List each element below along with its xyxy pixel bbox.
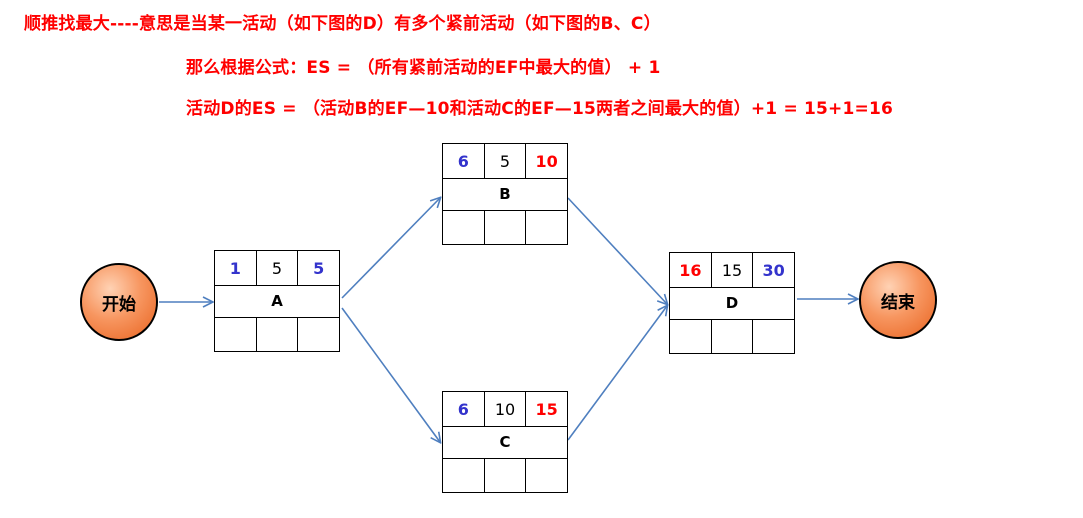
activity-c-name: C [443,426,567,459]
activity-b-name: B [443,178,567,211]
activity-b-duration: 5 [483,144,526,178]
end-node: 结束 [859,261,937,339]
activity-b-ls [443,211,484,245]
start-node: 开始 [80,263,158,341]
activity-b-lf [525,211,567,245]
start-node-label: 开始 [102,294,136,315]
arrow-c-to-d [567,306,667,441]
activity-a-ef: 5 [297,251,339,285]
activity-d-es: 16 [679,260,702,280]
activity-node-a: 1 5 5 A [214,250,340,352]
activity-d-float [710,320,753,354]
activity-node-b: 6 5 10 B [442,143,568,245]
activity-d-lf [752,320,794,354]
heading-line-3: 活动D的ES = （活动B的EF—10和活动C的EF—15两者之间最大的值）+1… [186,99,894,119]
activity-b-es: 6 [457,151,469,171]
activity-c-es: 6 [457,399,469,419]
activity-a-name: A [215,285,339,318]
activity-a-lf [297,318,339,352]
arrow-b-to-d [567,197,667,304]
arrow-a-to-c [341,307,440,442]
activity-c-duration: 10 [483,392,526,426]
activity-c-float [483,459,526,493]
activity-c-lf [525,459,567,493]
heading-line-1: 顺推找最大----意思是当某一活动（如下图的D）有多个紧前活动（如下图的B、C） [24,14,661,34]
arrow-a-to-b [341,198,440,299]
heading-line-2: 那么根据公式：ES = （所有紧前活动的EF中最大的值） + 1 [186,58,661,78]
activity-d-name: D [670,287,794,320]
activity-a-es: 1 [229,258,241,278]
activity-d-ef: 30 [752,253,794,287]
activity-node-c: 6 10 15 C [442,391,568,493]
activity-d-duration: 15 [710,253,753,287]
activity-d-ls [670,320,711,354]
activity-c-ef: 15 [525,392,567,426]
activity-b-ef: 10 [525,144,567,178]
end-node-label: 结束 [881,292,915,313]
activity-c-ls [443,459,484,493]
activity-a-ls [215,318,256,352]
activity-node-d: 16 15 30 D [669,252,795,354]
activity-b-float [483,211,526,245]
activity-a-float [255,318,298,352]
activity-a-duration: 5 [255,251,298,285]
